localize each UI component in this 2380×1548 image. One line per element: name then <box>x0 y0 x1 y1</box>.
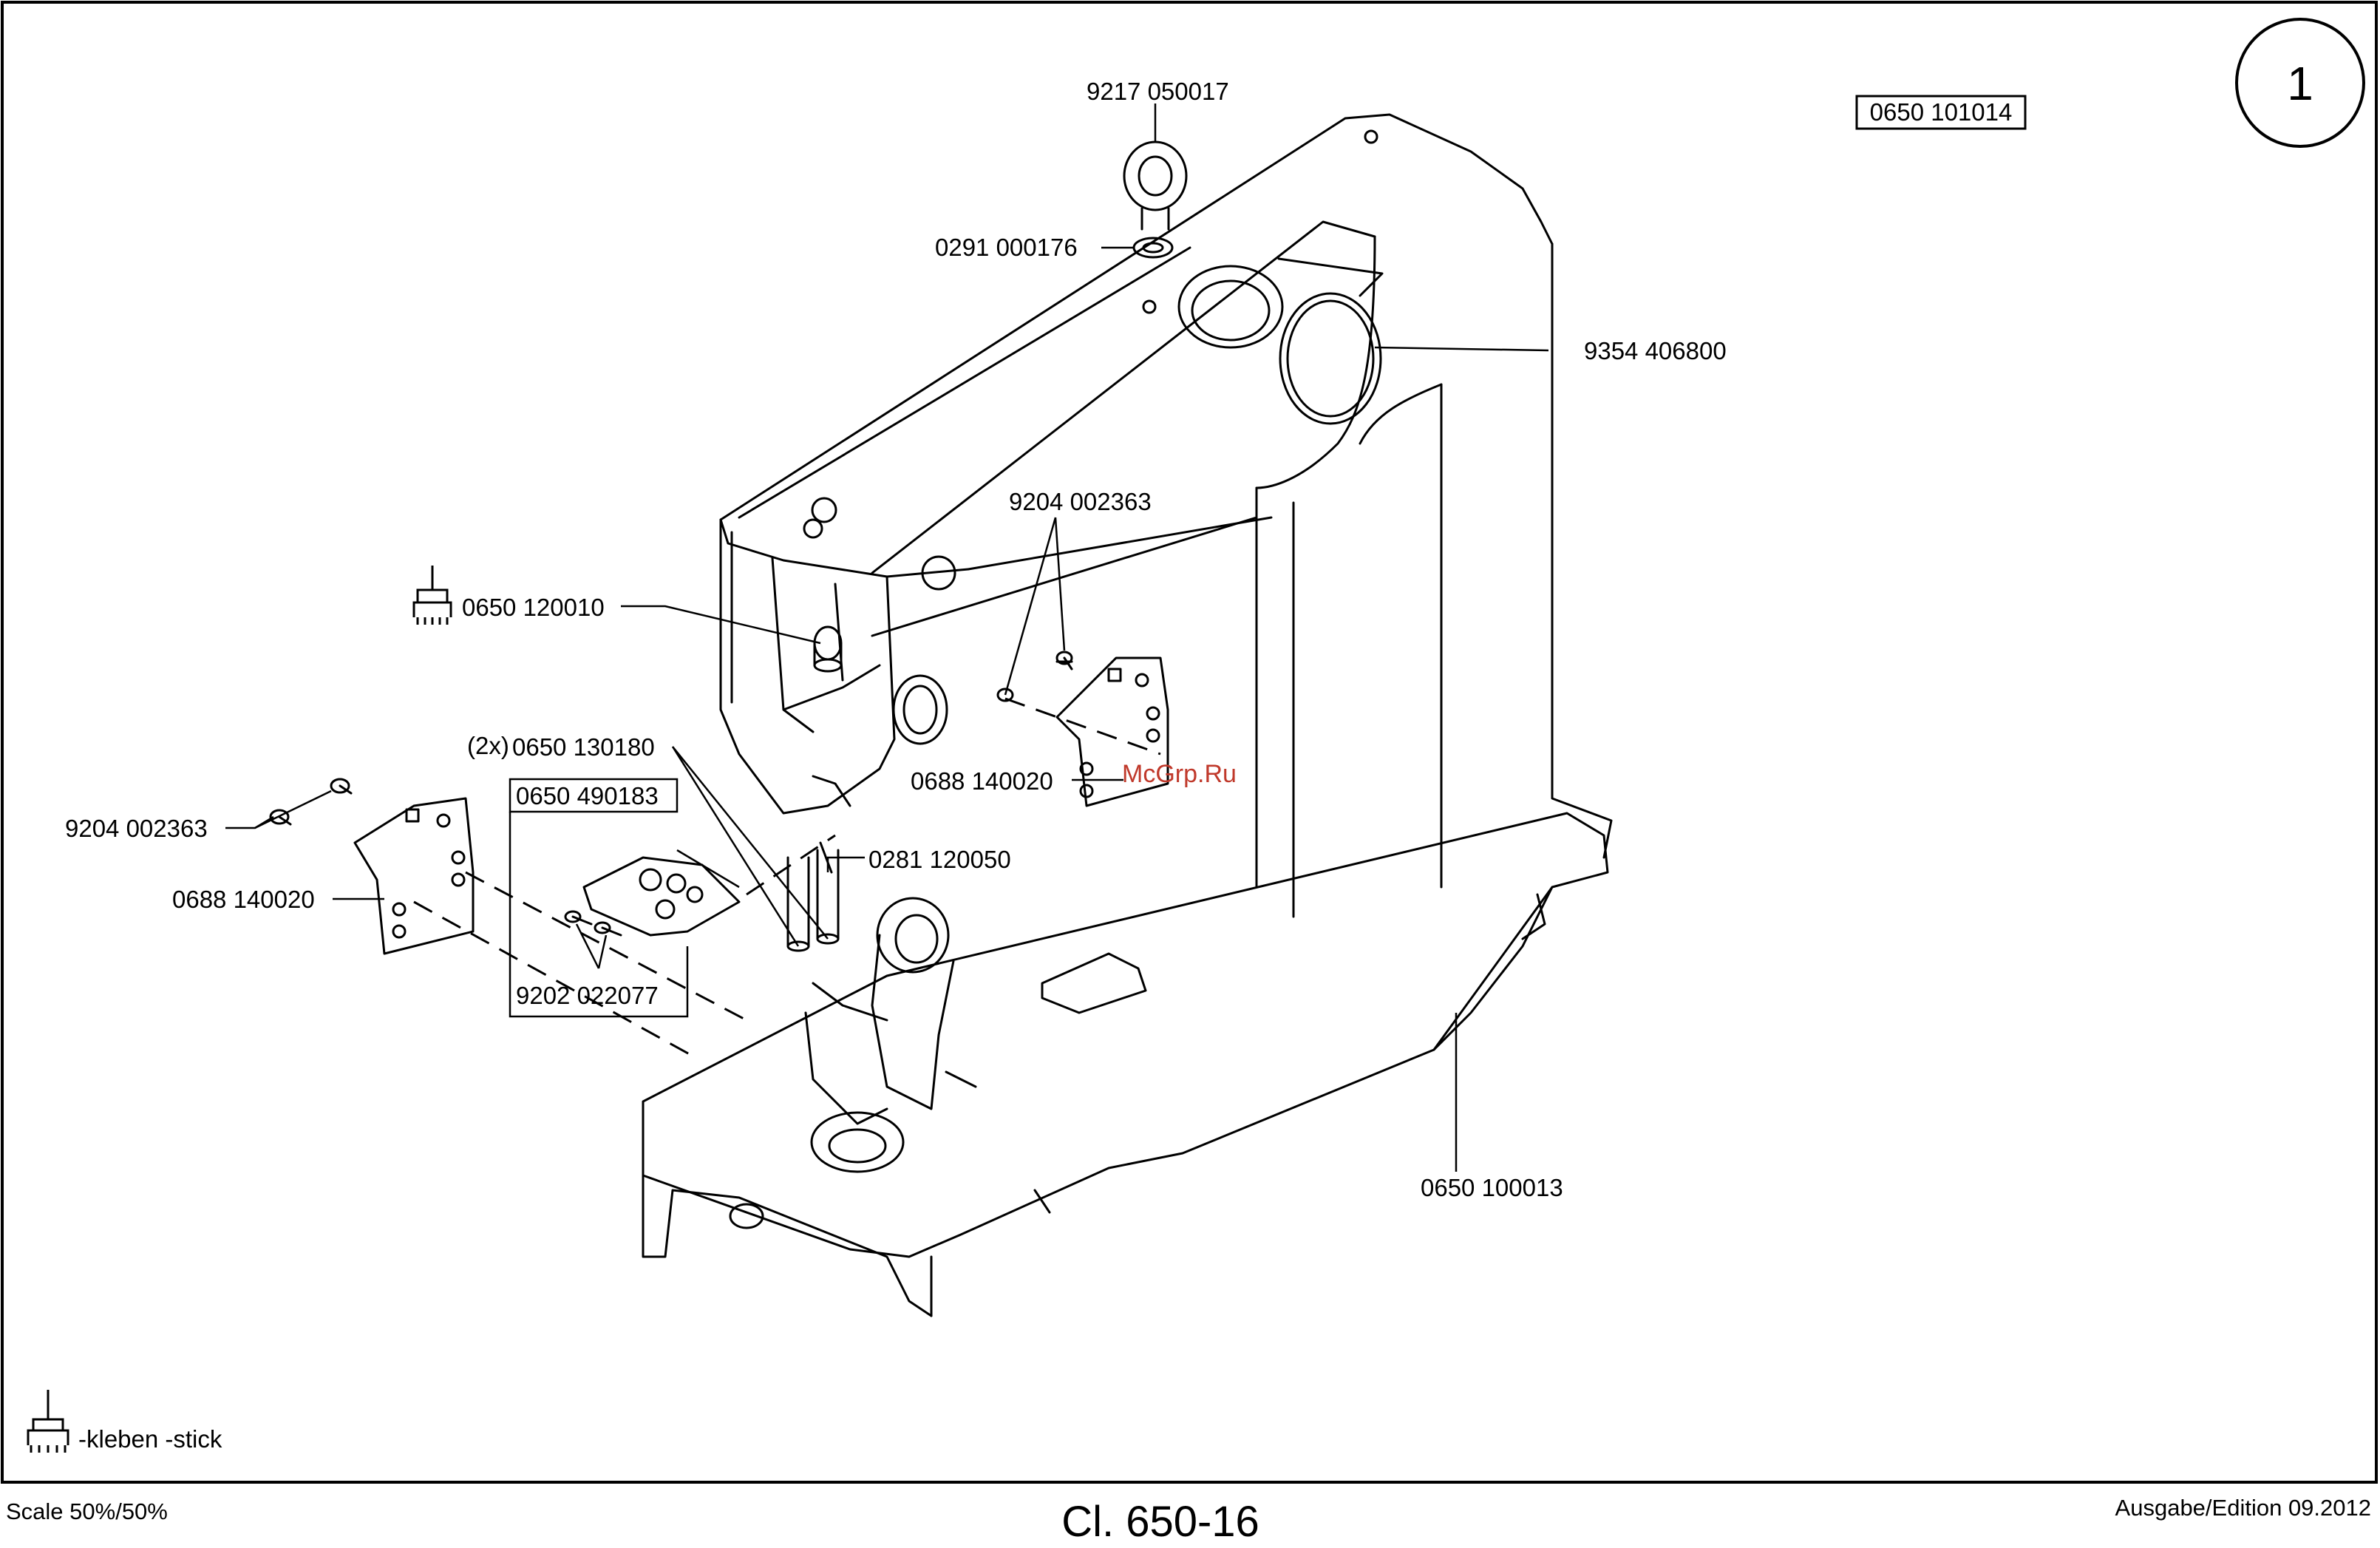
leader-lines <box>225 103 1548 1172</box>
label-screw-left: 9204 002363 <box>65 815 208 842</box>
watermark-text: McGrp.Ru <box>1122 760 1237 788</box>
label-ring: 9354 406800 <box>1584 337 1727 364</box>
legend-glue-brush-icon <box>28 1390 68 1453</box>
label-eye-bolt: 9217 050017 <box>1087 78 1229 105</box>
label-pin: 0281 120050 <box>868 846 1011 873</box>
part-labels: 9217 050017 0291 000176 9354 406800 9204… <box>65 78 1727 1201</box>
label-group-box: 0650 490183 <box>516 782 659 809</box>
sheet-number: 1 <box>2287 57 2313 110</box>
label-bushing-glued: 0650 120010 <box>462 594 605 621</box>
label-plate-left: 0688 140020 <box>172 886 315 913</box>
label-plate-right: 0688 140020 <box>911 767 1053 795</box>
edition-text: Ausgabe/Edition 09.2012 <box>2115 1495 2371 1521</box>
assembly-ref-number: 0650 101014 <box>1870 98 2013 126</box>
label-housing: 0650 100013 <box>1421 1174 1563 1201</box>
label-screw-small: 9202 022077 <box>516 982 659 1009</box>
legend-glue-text: -kleben -stick <box>78 1425 222 1453</box>
group-bracket <box>510 779 739 1016</box>
glue-brush-icon <box>414 566 451 625</box>
label-bar-qty: (2x) <box>467 732 509 759</box>
label-screw-right: 9204 002363 <box>1009 488 1152 515</box>
machine-housing-drawing <box>271 115 1611 1316</box>
assembly-ref-box: 0650 101014 <box>1857 96 2025 129</box>
ring-part <box>1280 293 1381 424</box>
scale-text: Scale 50%/50% <box>6 1498 168 1525</box>
sheet-number-badge: 1 <box>2237 19 2364 146</box>
label-washer: 0291 000176 <box>935 234 1078 261</box>
label-bar: 0650 130180 <box>512 733 655 761</box>
sheet-frame <box>2 2 2376 1482</box>
class-title: Cl. 650-16 <box>1020 1497 1301 1547</box>
